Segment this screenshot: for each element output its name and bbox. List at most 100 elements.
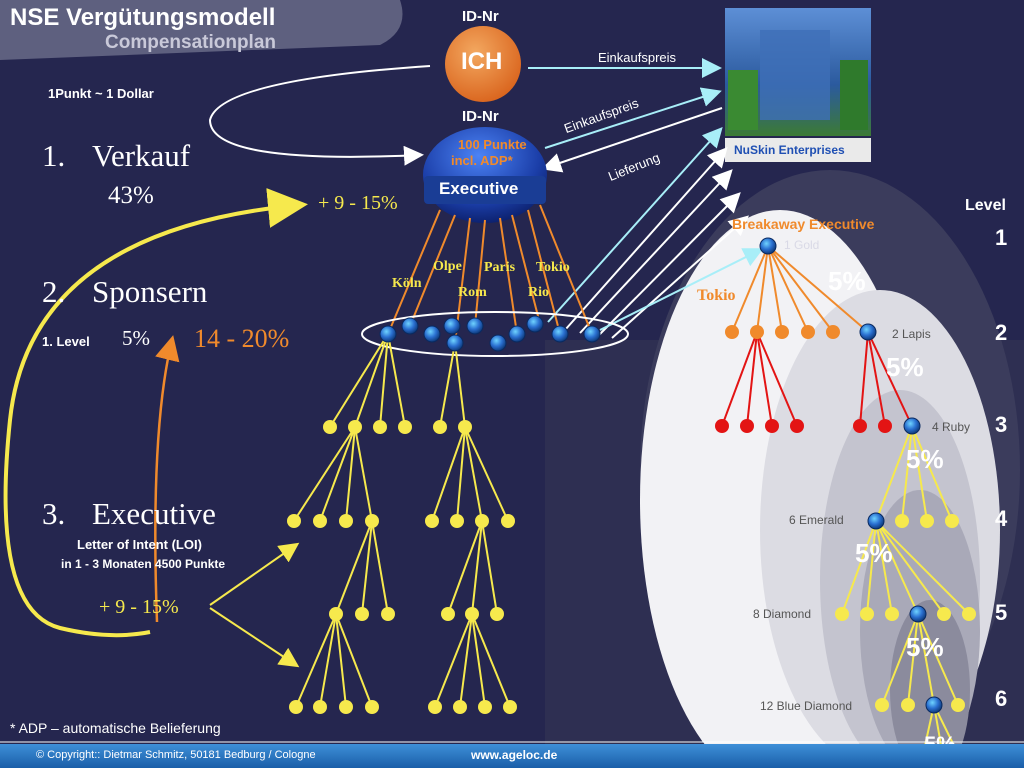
step3-number: 3. <box>42 496 66 531</box>
pct-level-2: 5% <box>886 352 924 382</box>
point-note: 1Punkt ~ 1 Dollar <box>48 86 154 101</box>
partner-node <box>895 514 909 528</box>
tree-connector <box>901 425 913 522</box>
tree-connector <box>379 333 389 428</box>
tree-connector <box>371 520 389 615</box>
partner-node <box>355 607 369 621</box>
partner-node <box>725 325 739 339</box>
tree-connector <box>295 613 337 708</box>
partner-node <box>715 419 729 433</box>
tree-connector <box>907 613 919 706</box>
tree-connector <box>866 520 877 615</box>
city-olpe: Olpe <box>433 259 462 274</box>
rank-blue-diamond: 12 Blue Diamond <box>760 699 853 713</box>
executive-partner-node <box>526 315 544 333</box>
partner-node <box>475 514 489 528</box>
partner-node <box>835 607 849 621</box>
tree-connector <box>917 613 935 706</box>
partner-node <box>875 698 889 712</box>
partner-node <box>920 514 934 528</box>
pct-level-3: 5% <box>906 444 944 474</box>
tree-connector <box>881 613 919 706</box>
tree-connector <box>841 520 877 615</box>
bonus-bottom: + 9 - 15% <box>99 596 179 618</box>
tree-connector <box>464 426 483 522</box>
city-tokio: Tokio <box>536 260 570 275</box>
partner-node <box>775 325 789 339</box>
tree-connector <box>911 425 928 522</box>
city-rom: Rom <box>458 285 487 300</box>
tree-connector <box>767 245 809 333</box>
bonus-top: + 9 - 15% <box>318 192 398 214</box>
tree-connector <box>875 520 893 615</box>
partner-node <box>740 419 754 433</box>
rank-gold: 1 Gold <box>784 238 820 252</box>
step1-label: Verkauf <box>92 138 191 173</box>
city-rio: Rio <box>528 285 549 300</box>
partner-node <box>790 419 804 433</box>
tree-connector <box>731 245 769 333</box>
partner-node <box>287 514 301 528</box>
partner-node <box>878 419 892 433</box>
tree-connector <box>471 613 511 708</box>
executive-partner-node <box>401 317 419 335</box>
tree-connector <box>447 520 483 615</box>
tree-connector <box>319 613 337 708</box>
level-2: 2 <box>995 320 1008 345</box>
breakaway-city: Tokio <box>697 287 736 304</box>
city-koeln: Köln <box>392 276 422 291</box>
executive-partner-node <box>867 512 885 530</box>
step3-label: Executive <box>92 496 216 531</box>
ich-label: ICH <box>461 48 503 75</box>
tree-connector <box>756 245 769 333</box>
tree-connector <box>721 331 758 427</box>
tree-connector <box>867 331 886 427</box>
partner-node <box>853 419 867 433</box>
tree-connector <box>335 520 373 615</box>
level-4: 4 <box>995 506 1008 531</box>
ich-node <box>445 26 521 102</box>
partner-node <box>501 514 515 528</box>
partner-node <box>339 700 353 714</box>
executive-partner-node <box>909 605 927 623</box>
partner-node <box>381 607 395 621</box>
city-paris: Paris <box>484 260 516 275</box>
tree-connector <box>354 333 389 428</box>
pct-level-1: 5% <box>828 266 866 296</box>
executive-partner-node <box>903 417 921 435</box>
executive-partner-node <box>583 325 601 343</box>
partner-node <box>453 700 467 714</box>
loi-label: Letter of Intent (LOI) <box>77 537 202 552</box>
tree-connector <box>454 342 466 428</box>
tree-connector <box>354 426 373 522</box>
tree-connector <box>345 426 356 522</box>
level-1: 1 <box>995 225 1008 250</box>
tree-connector <box>456 426 466 522</box>
tree-connector <box>767 245 834 333</box>
partner-node <box>458 420 472 434</box>
exec-label: Executive <box>439 179 519 198</box>
level1-percent: 5% <box>122 326 150 350</box>
executive-partner-node <box>489 334 507 352</box>
step1-percent: 43% <box>108 182 154 209</box>
executive-branches <box>387 204 593 344</box>
partner-node <box>750 325 764 339</box>
executive-partner-node <box>446 334 464 352</box>
tree-connector <box>875 425 913 522</box>
tree-connector <box>875 520 970 615</box>
step2-label: Sponsern <box>92 274 208 309</box>
exec-buy-arrow <box>544 87 722 149</box>
partner-node <box>962 607 976 621</box>
rank-diamond: 8 Diamond <box>753 607 812 621</box>
tree-connector <box>867 331 913 427</box>
copyright: © Copyright:: Dietmar Schmitz, 50181 Bed… <box>36 749 316 761</box>
loi-detail: in 1 - 3 Monaten 4500 Punkte <box>61 557 226 571</box>
partner-node <box>503 700 517 714</box>
tree-connector <box>481 520 498 615</box>
executive-partner-node <box>443 317 461 335</box>
delivery-arrow <box>541 107 723 173</box>
tree-connector <box>335 613 373 708</box>
partner-node <box>365 514 379 528</box>
tree-connector <box>875 520 919 615</box>
footer-link[interactable]: www.ageloc.de <box>471 748 558 762</box>
